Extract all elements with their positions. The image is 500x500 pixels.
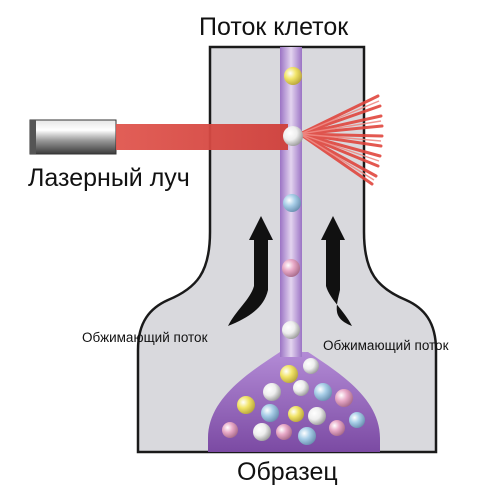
cells-in-pool (222, 358, 365, 445)
cell (308, 407, 326, 425)
up-arrow-icon (228, 216, 273, 326)
cell (293, 380, 309, 396)
cell (298, 427, 316, 445)
cell (283, 194, 301, 212)
sheath-flow-right-label: Обжимающий поток (323, 338, 449, 353)
laser-beam-label: Лазерный луч (28, 164, 190, 192)
cell (222, 422, 238, 438)
cell-flow-label: Поток клеток (199, 13, 349, 41)
cell (314, 383, 332, 401)
cell (282, 259, 300, 277)
sample-label: Образец (237, 458, 338, 486)
scatter-rays (298, 94, 384, 186)
cell (329, 420, 345, 436)
cell (253, 423, 271, 441)
cell (335, 389, 353, 407)
cell (284, 67, 302, 85)
cell (263, 383, 281, 401)
sheath-flow-left-label: Обжимающий поток (82, 330, 208, 345)
cell (303, 358, 319, 374)
cell (237, 396, 255, 414)
cell (288, 406, 304, 422)
cell (283, 126, 303, 146)
cell (276, 424, 292, 440)
cell (349, 412, 365, 428)
up-arrow-icon (321, 216, 352, 326)
laser-beam (116, 124, 288, 150)
cells-in-stream (282, 67, 303, 339)
cell (282, 321, 300, 339)
laser-emitter-icon (29, 119, 117, 155)
cell (280, 365, 298, 383)
cell (261, 404, 279, 422)
